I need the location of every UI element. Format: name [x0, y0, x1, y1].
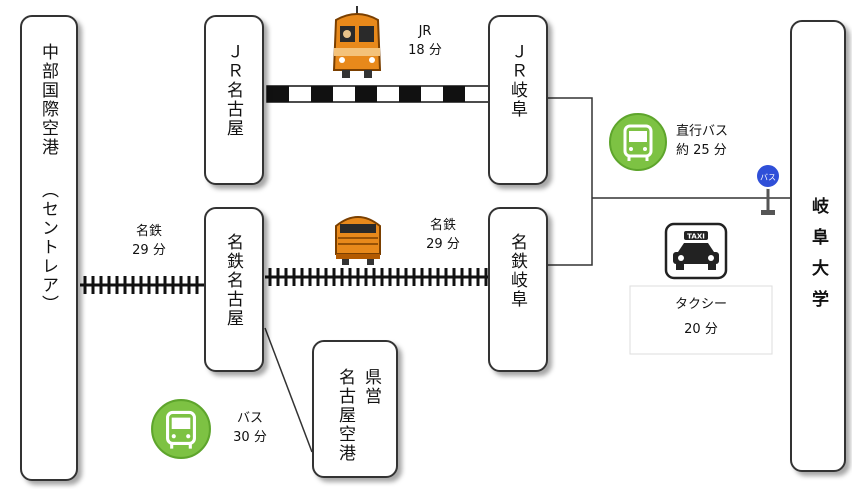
station-centrair-subname: （セントレア） — [38, 181, 58, 314]
route-bus-direct-label: 直行バス 約 25 分 — [676, 122, 752, 160]
route-bus-direct-time: 約 25 分 — [676, 143, 727, 158]
route-jr-label: JR 18 分 — [405, 22, 445, 60]
station-jr-nagoya: ＪＲ名古屋 — [204, 15, 264, 185]
route-taxi-time: 20 分 — [684, 322, 718, 337]
station-meitetsu-gifu: 名鉄岐阜 — [488, 207, 548, 372]
station-kenei-line1: 県営 — [361, 368, 381, 406]
route-bus-direct-name: 直行バス — [676, 124, 729, 139]
station-kenei-nagoya-airport: 県営 名古屋空港 — [312, 340, 398, 478]
route-taxi-name: タクシー — [674, 297, 727, 312]
meitetsu-airport-track — [80, 276, 205, 294]
route-taxi-label: タクシー 20 分 — [666, 295, 736, 339]
station-jr-gifu-name: ＪＲ岐阜 — [507, 43, 527, 119]
station-jr-nagoya-name: ＪＲ名古屋 — [223, 43, 243, 138]
station-jr-gifu: ＪＲ岐阜 — [488, 15, 548, 185]
bus-stop-sign-text: バス — [760, 173, 776, 182]
taxi-sign-text: TAXI — [687, 233, 705, 241]
bus-line-kenei — [264, 327, 313, 453]
route-jr-name: JR — [418, 24, 432, 39]
jr-train-icon — [332, 6, 382, 78]
station-meitetsu-gifu-name: 名鉄岐阜 — [507, 233, 527, 309]
route-meitetsu-airport-name: 名鉄 — [135, 224, 162, 239]
route-bus-label: バス 30 分 — [228, 409, 272, 447]
station-meitetsu-nagoya: 名鉄名古屋 — [204, 207, 264, 372]
route-meitetsu-airport-label: 名鉄 29 分 — [124, 222, 174, 260]
taxi-box — [629, 285, 773, 355]
jr-track — [266, 85, 490, 103]
route-meitetsu-gifu-name: 名鉄 — [429, 218, 456, 233]
bus-stop-icon: バス — [755, 163, 781, 215]
route-bus-time: 30 分 — [233, 430, 267, 445]
route-bus-name: バス — [236, 411, 263, 426]
station-gifu-university: 岐阜大学 — [790, 20, 846, 472]
station-centrair-name: 中部国際空港 — [38, 43, 58, 157]
route-jr-time: 18 分 — [408, 43, 442, 58]
station-centrair: 中部国際空港 （セントレア） — [20, 15, 78, 481]
route-meitetsu-airport-time: 29 分 — [132, 243, 166, 258]
station-meitetsu-nagoya-name: 名鉄名古屋 — [223, 233, 243, 328]
meitetsu-train-icon — [335, 216, 381, 265]
bus-icon — [151, 399, 211, 459]
station-kenei-line2: 名古屋空港 — [335, 368, 355, 463]
taxi-icon: TAXI — [664, 222, 728, 280]
bus-connector-lines — [548, 97, 790, 266]
station-gifu-university-name: 岐阜大学 — [808, 197, 828, 321]
meitetsu-gifu-track — [265, 268, 490, 286]
route-meitetsu-gifu-label: 名鉄 29 分 — [418, 216, 468, 254]
route-meitetsu-gifu-time: 29 分 — [426, 237, 460, 252]
bus-direct-icon — [609, 113, 667, 171]
